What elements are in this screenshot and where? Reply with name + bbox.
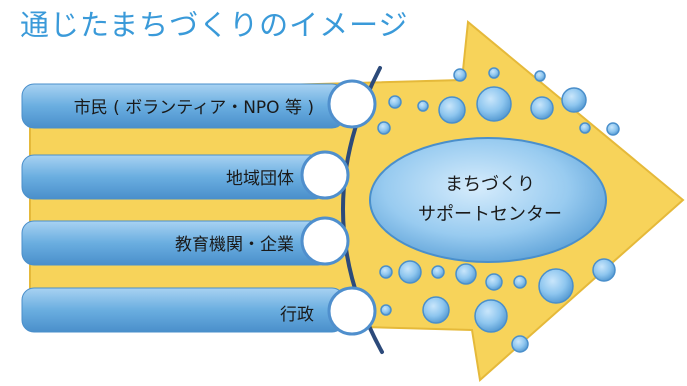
- participant-label-citizens: 市民 ( ボランティア・NPO 等 ): [73, 98, 314, 118]
- participant-label-government: 行政: [280, 305, 314, 325]
- participant-label-community: 地域団体: [226, 169, 294, 189]
- connector-circle-education: [300, 216, 350, 266]
- center-label-line1: まちづくり: [445, 174, 535, 195]
- connector-circles: [300, 79, 377, 336]
- participant-bars: [21, 83, 345, 333]
- connector-circle-community: [300, 150, 350, 200]
- decorative-bubbles: [377, 67, 620, 353]
- center-label: まちづくり サポートセンター: [395, 170, 585, 230]
- center-label-line2: サポートセンター: [418, 204, 562, 225]
- connector-circle-government: [327, 286, 377, 336]
- diagram-title: 通じたまちづくりのイメージ: [20, 8, 409, 42]
- center-ellipse: [369, 137, 607, 263]
- participant-label-education: 教育機関・企業: [175, 235, 294, 255]
- connector-circle-citizens: [327, 79, 377, 129]
